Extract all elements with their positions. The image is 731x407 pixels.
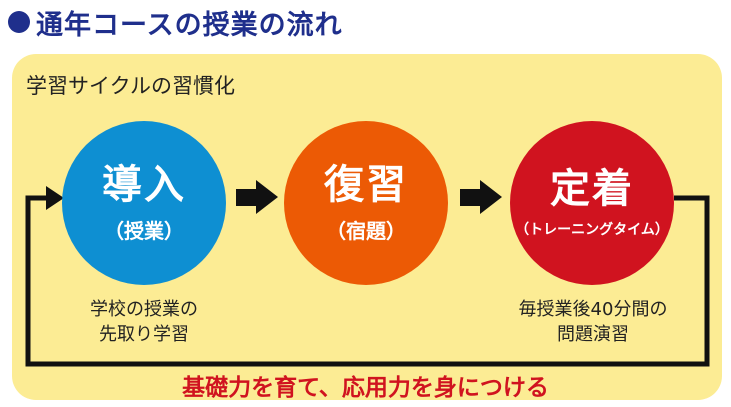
loop-arrowhead-icon	[46, 186, 64, 210]
step-fix-title: 定着	[550, 166, 634, 212]
page-heading-text: 通年コースの授業の流れ	[36, 9, 343, 41]
bullet-icon	[8, 11, 30, 33]
step-intro-note-line: 学校の授業の	[90, 299, 198, 320]
step-review-title: 復習	[324, 161, 408, 208]
step-fix-note: 毎授業後40分間の 問題演習	[493, 297, 693, 347]
step-intro-subtitle: （授業）	[104, 218, 184, 243]
page-heading: 通年コースの授業の流れ	[8, 2, 343, 42]
step-review-circle: 復習 （宿題）	[284, 121, 448, 285]
step-intro-circle: 導入 （授業）	[62, 121, 226, 285]
loop-line	[25, 195, 710, 367]
step-fix-note-line: 問題演習	[557, 324, 629, 345]
arrow-right-icon	[236, 180, 278, 214]
step-intro-note: 学校の授業の 先取り学習	[44, 297, 244, 347]
arrow-right-icon	[460, 180, 502, 214]
step-intro-note-line: 先取り学習	[99, 324, 189, 345]
step-fix-subtitle: （トレーニングタイム）	[515, 222, 669, 238]
step-fix-circle: 定着 （トレーニングタイム）	[510, 121, 674, 285]
step-fix-note-line: 毎授業後40分間の	[518, 299, 668, 320]
cycle-label: 学習サイクルの習慣化	[26, 74, 235, 98]
footer-message: 基礎力を育て、応用力を身につける	[182, 375, 549, 401]
step-review-subtitle: （宿題）	[326, 218, 406, 243]
step-intro-title: 導入	[102, 161, 186, 208]
